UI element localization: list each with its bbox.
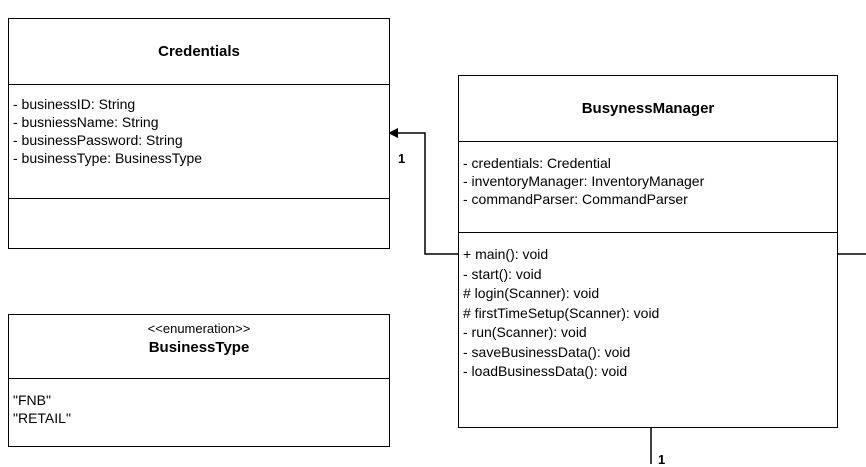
attribute: - inventoryManager: InventoryManager xyxy=(463,173,705,189)
credentials-class-name: Credentials xyxy=(158,43,240,60)
busyness-manager-methods-section: + main(): void - start(): void # login(S… xyxy=(459,233,837,427)
business-type-name-section: <<enumeration>> BusinessType xyxy=(9,315,389,379)
method: - start(): void xyxy=(463,265,542,282)
business-type-values-section: "FNB" "RETAIL" xyxy=(9,379,389,446)
method: - loadBusinessData(): void xyxy=(463,363,628,379)
busyness-manager-class[interactable]: BusynessManager - credentials: Credentia… xyxy=(458,75,838,428)
busyness-manager-attributes-section: - credentials: Credential - inventoryMan… xyxy=(459,142,837,233)
business-type-enumeration[interactable]: <<enumeration>> BusinessType "FNB" "RETA… xyxy=(8,314,390,447)
method: + main(): void xyxy=(463,246,549,262)
attribute: - businessPassword: String xyxy=(13,132,183,148)
business-type-class-name: BusinessType xyxy=(148,339,250,356)
attribute: - businessID: String xyxy=(13,96,136,112)
busyness-manager-class-name: BusynessManager xyxy=(581,100,715,117)
method: # login(Scanner): void xyxy=(463,285,600,301)
credentials-attributes-section: - businessID: String - busniessName: Str… xyxy=(9,85,389,199)
enum-value: "FNB" xyxy=(13,392,51,408)
method: - run(Scanner): void xyxy=(463,324,587,340)
credentials-class[interactable]: Credentials - businessID: String - busni… xyxy=(8,18,390,249)
association-arrowhead xyxy=(388,128,398,138)
multiplicity-credentials: 1 xyxy=(398,151,406,166)
credentials-name-section: Credentials xyxy=(9,19,389,85)
attribute: - credentials: Credential xyxy=(463,155,611,171)
association-line-credentials xyxy=(391,132,458,255)
attribute: - businessType: BusinessType xyxy=(13,150,203,166)
method: # firstTimeSetup(Scanner): void xyxy=(463,304,660,321)
credentials-methods-section xyxy=(9,199,389,248)
attribute: - busniessName: String xyxy=(13,114,159,130)
enumeration-stereotype: <<enumeration>> xyxy=(147,321,251,336)
enum-value: "RETAIL" xyxy=(13,410,71,426)
attribute: - commandParser: CommandParser xyxy=(463,191,688,207)
method: - saveBusinessData(): void xyxy=(463,343,631,360)
multiplicity-bottom: 1 xyxy=(658,452,666,467)
busyness-manager-name-section: BusynessManager xyxy=(459,76,837,142)
